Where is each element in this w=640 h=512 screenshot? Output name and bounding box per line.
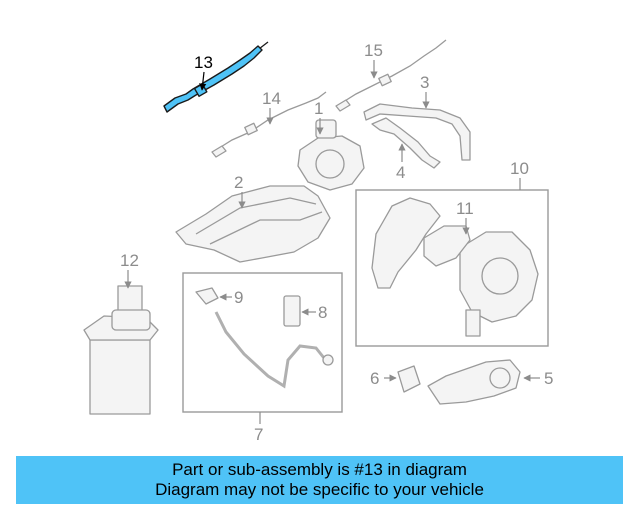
part-1-pump xyxy=(297,119,365,191)
callout-11: 11 xyxy=(456,199,474,218)
callout-8: 8 xyxy=(318,303,327,322)
part-8-clip xyxy=(283,295,301,327)
banner-line-2: Diagram may not be specific to your vehi… xyxy=(155,480,484,499)
callout-10: 10 xyxy=(510,159,529,178)
callout-2: 2 xyxy=(234,173,243,192)
callout-1: 1 xyxy=(314,99,323,118)
callout-5: 5 xyxy=(544,369,553,388)
part-12-canister xyxy=(83,285,159,415)
part-9-bracket xyxy=(195,287,219,305)
part-11-gasket xyxy=(423,225,471,267)
part-2-cover xyxy=(175,185,331,263)
part-3-hose xyxy=(363,103,471,161)
callout-13: 13 xyxy=(194,53,213,72)
callout-7: 7 xyxy=(254,425,263,444)
callout-12: 12 xyxy=(120,251,139,270)
callout-14: 14 xyxy=(262,89,281,108)
part-5-housing xyxy=(427,359,521,405)
part-7-pipe xyxy=(214,311,334,389)
callout-6: 6 xyxy=(370,369,379,388)
parts-diagram: 13 14 15 1 3 4 2 10 xyxy=(83,39,553,444)
part-6-gasket xyxy=(397,365,421,393)
part-13-sensor[interactable] xyxy=(163,41,269,113)
group-box-10 xyxy=(355,189,549,347)
callout-15: 15 xyxy=(364,41,383,60)
callout-4: 4 xyxy=(396,163,405,182)
part-10-assembly xyxy=(371,197,539,337)
part-14-sensor xyxy=(211,91,327,158)
leader-13 xyxy=(199,71,207,91)
banner-line-1: Part or sub-assembly is #13 in diagram xyxy=(172,460,467,479)
info-banner: Part or sub-assembly is #13 in diagram D… xyxy=(16,456,623,504)
part-4-hose xyxy=(371,117,441,169)
callout-3: 3 xyxy=(420,73,429,92)
callout-9: 9 xyxy=(234,288,243,307)
group-box-7 xyxy=(182,272,343,413)
part-15-sensor xyxy=(335,39,447,112)
